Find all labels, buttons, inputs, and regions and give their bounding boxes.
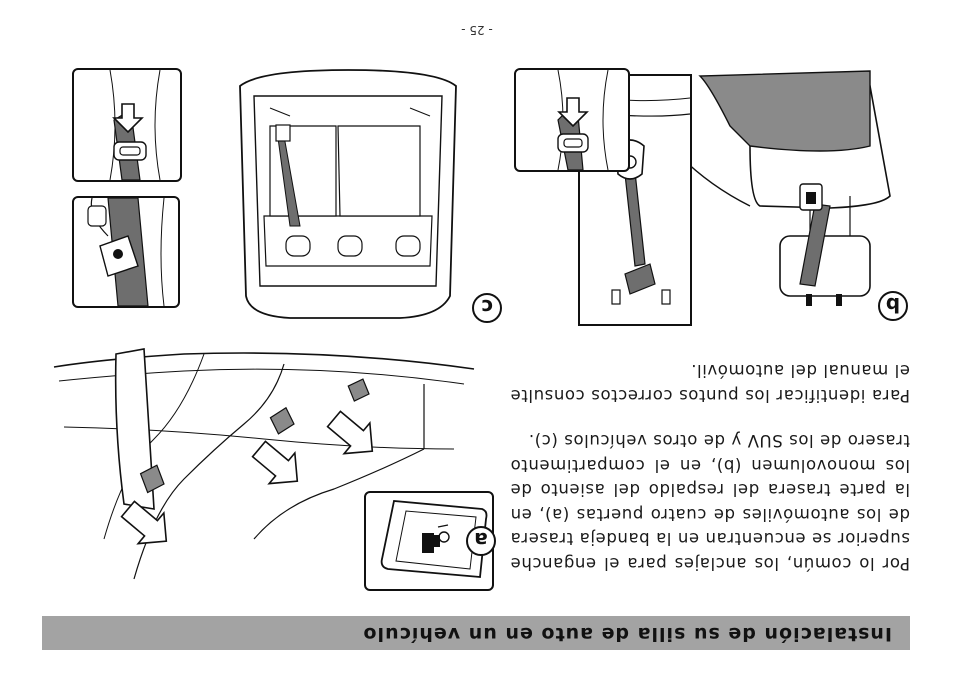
- figure-b-label: b: [878, 291, 908, 321]
- arrow-up-icon: [557, 97, 589, 128]
- anchor-marker-3: [347, 378, 370, 402]
- anchor-marker-1: [139, 464, 165, 494]
- section-header-bar: Instalación de su silla de auto en un ve…: [42, 616, 910, 650]
- paragraph-anchor-locations: Por lo común, los anclajes para el engan…: [510, 431, 910, 574]
- figure-c-suv-cargo: [236, 68, 460, 326]
- arrow-icon: [120, 500, 168, 545]
- strap-anchor-inset: [578, 74, 692, 326]
- buckle-detail-inset: [72, 196, 180, 308]
- arrow-icon: [251, 440, 299, 485]
- anchor-detail-inset: [364, 491, 494, 591]
- section-title: Instalación de su silla de auto en un ve…: [362, 623, 892, 645]
- arrow-icon: [326, 410, 374, 455]
- figure-a-rear-shelf: [44, 329, 494, 599]
- paragraph-consult-manual: Para identificar los puntos correctos co…: [510, 361, 910, 406]
- figure-c-label: c: [472, 293, 502, 323]
- page-number: - 25 -: [461, 23, 493, 37]
- tether-anchor-icon: [422, 524, 450, 553]
- strap-pull-inset: [514, 68, 630, 172]
- strap-pull-inset-c: [72, 68, 182, 182]
- body-text: Por lo común, los anclajes para el engan…: [510, 358, 910, 575]
- arrow-up-icon: [112, 103, 144, 134]
- figure-a-label: a: [466, 526, 496, 556]
- anchor-marker-2: [269, 406, 295, 435]
- figure-b-minivan-seat: [530, 66, 910, 326]
